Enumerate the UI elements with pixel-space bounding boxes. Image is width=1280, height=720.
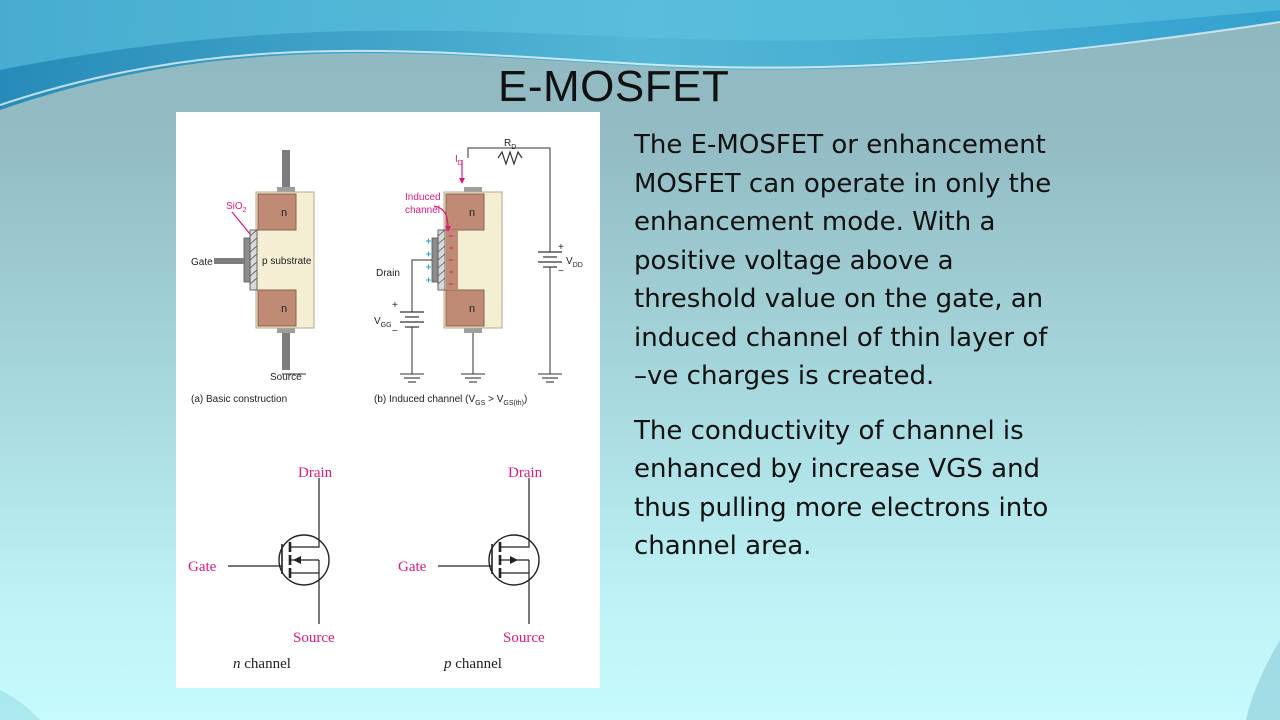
vgg-label: VGG (374, 316, 392, 329)
gate-label: Gate (191, 257, 213, 268)
p-channel-symbol (438, 478, 540, 624)
rd-label: RD (504, 138, 516, 151)
n-region-label-b-top: n (469, 207, 475, 219)
drain-label: Drain (376, 268, 400, 279)
n-symbol-drain-label: Drain (298, 465, 333, 481)
vgg-plus: + (392, 300, 398, 311)
n-channel-symbol (228, 478, 330, 624)
vdd-plus: + (558, 242, 564, 253)
p-symbol-source-label: Source (503, 630, 545, 646)
substrate-label: p substrate (262, 256, 312, 267)
n-region-label-top: n (281, 207, 287, 219)
n-channel-caption: n channel (233, 656, 291, 672)
vdd-label: VDD (566, 256, 583, 269)
p-symbol-gate-label: Gate (398, 559, 427, 575)
id-label: ID (455, 154, 463, 167)
mosfet-figure: SiO2 n n Gate p substrate Source (a) Bas… (188, 138, 583, 672)
p-channel-caption: p channel (443, 656, 502, 672)
sio2-label: SiO2 (226, 201, 247, 214)
vgg-minus: − (392, 326, 398, 337)
n-region-label-bottom: n (281, 303, 287, 315)
figure-panel: SiO2 n n Gate p substrate Source (a) Bas… (176, 112, 600, 688)
basic-construction-diagram (214, 150, 315, 370)
source-label: Source (270, 372, 302, 383)
induced-caption: (b) Induced channel (VGS > VGS(th)) (374, 394, 527, 407)
n-symbol-source-label: Source (293, 630, 335, 646)
slide-title: E-MOSFET (498, 62, 730, 111)
n-region-label-b-bottom: n (469, 303, 475, 315)
induced-label-line2: channel (405, 205, 440, 216)
n-symbol-gate-label: Gate (188, 559, 217, 575)
slide-body-text: The E-MOSFET or enhancement MOSFET can o… (634, 126, 1054, 582)
induced-label-line1: Induced (405, 192, 441, 203)
p-symbol-drain-label: Drain (508, 465, 543, 481)
construction-caption: (a) Basic construction (191, 394, 287, 405)
induced-channel-diagram (282, 147, 562, 383)
paragraph-conductivity: The conductivity of channel is enhanced … (634, 415, 1049, 562)
vdd-minus: − (558, 266, 564, 277)
paragraph-enhancement-mode: The E-MOSFET or enhancement MOSFET can o… (634, 130, 1052, 391)
